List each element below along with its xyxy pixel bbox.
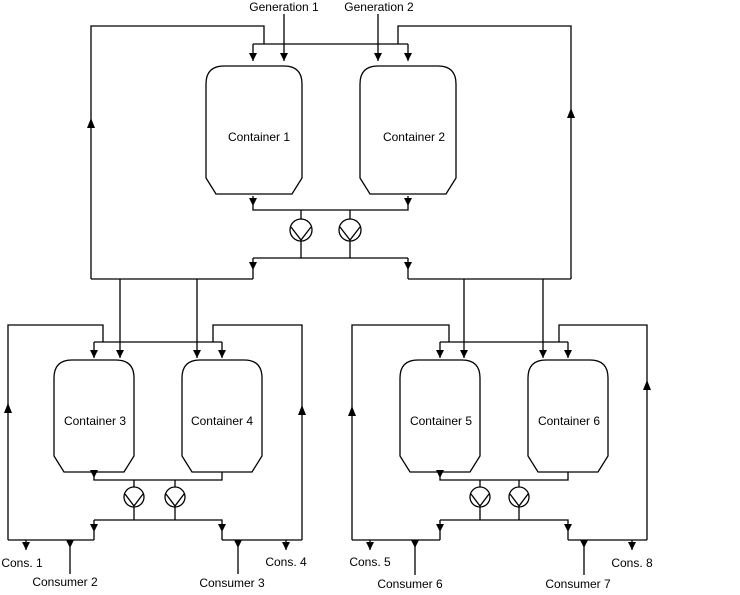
container-1 [205,65,303,195]
consumer-6-label: Consumer 6 [377,577,443,591]
feed-lines [119,279,544,358]
arrow-down [580,540,588,548]
arrow-down [218,524,226,532]
arrow-down [249,262,257,270]
arrow-down [628,542,636,550]
arrow-down [436,470,444,478]
container-1-label: Container 1 [228,130,290,144]
arrow-down [116,350,124,358]
top-system [87,14,575,358]
arrow-down [249,53,257,61]
arrow-up [4,403,12,413]
arrow-down [90,470,98,478]
arrow-down [90,524,98,532]
arrow-up [643,380,651,390]
container-5-label: Container 5 [410,414,472,428]
right-inlet-header [439,341,569,358]
arrow-up [348,406,356,416]
arrow-down [404,198,412,206]
left-inlet-header [93,341,223,358]
arrow-down [539,350,547,358]
consumer-2-label: Consumer 2 [32,575,98,589]
arrow-down [436,350,444,358]
arrow-down [436,524,444,532]
arrow-up [87,118,95,128]
left-consumer-header [8,519,302,574]
arrow-down [564,524,572,532]
arrow-down [366,542,374,550]
arrow-down [411,540,419,548]
arrow-down [374,53,382,61]
container-6-label: Container 6 [538,414,600,428]
top-outlet-header [252,196,409,258]
container-3-label: Container 3 [64,414,126,428]
left-outlet-header [93,470,223,520]
generation-1-label: Generation 1 [249,0,319,14]
left-pump-2 [164,486,186,508]
arrow-down [282,542,290,550]
left-outer-loop [7,324,303,540]
arrow-down [22,542,30,550]
arrow-down [234,540,242,548]
arrow-down [404,53,412,61]
consumer-3-label: Consumer 3 [199,576,265,590]
right-pump-1 [469,486,491,508]
container-6 [527,359,609,473]
arrow-down [66,540,74,548]
consumer-7-label: Consumer 7 [545,577,611,591]
container-4-label: Container 4 [191,414,253,428]
right-outer-loop [351,324,648,540]
container-5 [399,359,481,473]
arrow-down [564,350,572,358]
top-pump-1 [289,218,313,242]
generation-2-label: Generation 2 [344,0,414,14]
right-system [348,324,651,575]
arrow-up [567,108,575,118]
container-4 [181,359,263,473]
arrow-down [249,198,257,206]
top-pump-2 [338,218,362,242]
container-2-label: Container 2 [383,130,445,144]
arrow-down [90,350,98,358]
arrow-down [460,350,468,358]
top-distribution-header [91,257,571,280]
container-3 [53,359,135,473]
top-outer-loop [90,25,572,279]
right-outlet-header [439,470,569,520]
cons-5-label: Cons. 5 [349,555,391,569]
arrow-down [218,350,226,358]
arrow-down [404,262,412,270]
left-pump-1 [123,486,145,508]
arrow-down [193,350,201,358]
right-pump-2 [508,486,530,508]
cons-8-label: Cons. 8 [611,556,653,570]
cons-4-label: Cons. 4 [265,555,307,569]
right-consumer-header [352,519,647,575]
arrow-down [280,53,288,61]
arrow-up [298,405,306,415]
container-2 [359,65,457,195]
cons-1-label: Cons. 1 [1,556,43,570]
top-inlet-header [252,14,409,61]
left-system [4,324,306,574]
